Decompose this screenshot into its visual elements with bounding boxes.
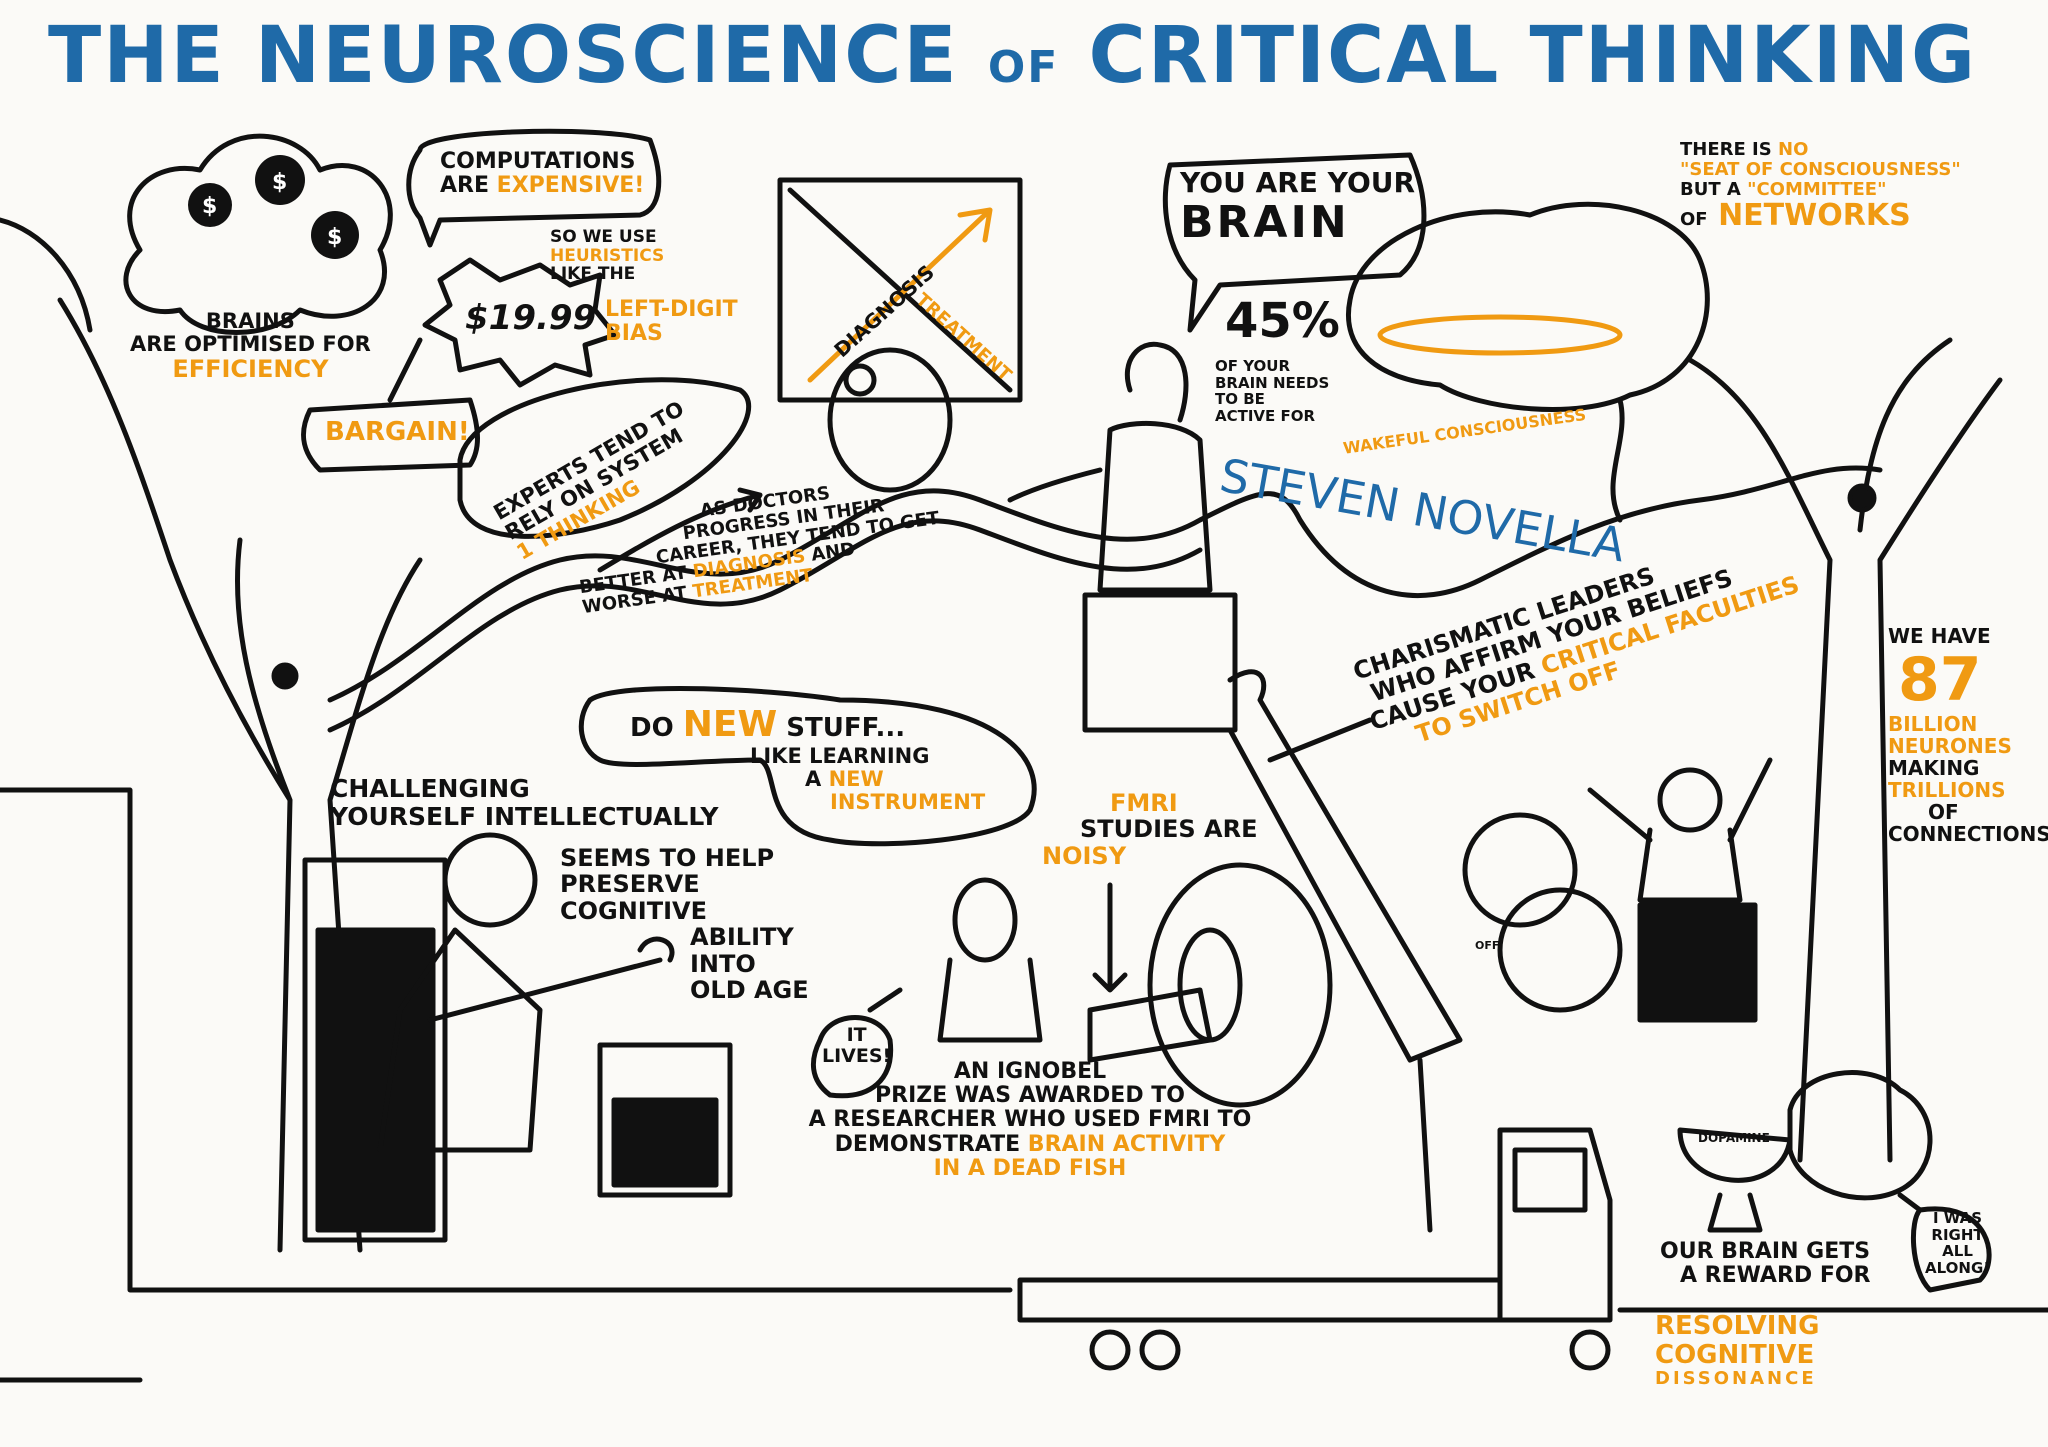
thought-cloud [123, 133, 393, 335]
amplifier [597, 1042, 733, 1198]
gear-icon [255, 155, 305, 205]
reward-note: OUR BRAIN GETS A REWARD FOR [1660, 1239, 1871, 1289]
researcher-figure [952, 877, 1018, 963]
price-tag [422, 257, 618, 388]
doctor-figure [827, 347, 953, 493]
gear-icon [311, 211, 359, 259]
page-title: THE NEUROSCIENCE of CRITICAL THINKING [48, 11, 1978, 101]
right-neuron [1687, 337, 2003, 1163]
bargain-label: BARGAIN! [325, 417, 470, 447]
brain-outline [1346, 201, 1710, 523]
fmri-scanner [1147, 862, 1333, 1108]
gear-icon [188, 183, 232, 227]
heuristics-note: SO WE USE HEURISTICS LIKE THE [550, 227, 665, 285]
brains-efficiency-note: BRAINS ARE OPTIMISED FOR EFFICIENCY [130, 309, 371, 384]
it-lives-label: IT LIVES! [822, 1024, 892, 1067]
dopamine-trophy [1677, 1127, 1793, 1233]
happy-brain [1787, 1070, 1933, 1201]
percent-note: OF YOUR BRAIN NEEDS TO BE ACTIVE FOR [1215, 357, 1330, 425]
old-woman-figure [442, 832, 538, 928]
do-new-stuff-note: DO NEW STUFF... LIKE LEARNING A NEW INST… [630, 704, 986, 814]
off-label: OFF [1475, 939, 1500, 952]
cherry-picker-bucket [1082, 592, 1238, 733]
left-digit-bias-label: LEFT-DIGIT BIAS [605, 297, 738, 347]
seat-of-consciousness-note: THERE IS NO "SEAT of CONSCIOUSNESS" BUT … [1680, 139, 1961, 234]
ignobel-note: AN IGNOBEL PRIZE WAS AWARDED TO A RESEAR… [808, 1059, 1252, 1181]
svg-text:$: $ [327, 225, 342, 250]
preacher-figure [1657, 767, 1723, 833]
right-neuron-nucleus [1847, 483, 1877, 513]
oven [302, 857, 448, 1243]
speech-bubble-brain [1162, 152, 1427, 333]
speaker-figure [1007, 341, 1213, 593]
dopamine-label: DOPAMINE [1698, 1131, 1770, 1145]
neurons-count-note: WE HAVE 87 BILLION NEURONES MAKING TRILL… [1888, 624, 2048, 846]
computations-note: COMPUTATIONS ARE EXPENSIVE! [440, 149, 645, 199]
left-neuron-nucleus [271, 662, 299, 690]
crowd-figure [1462, 812, 1578, 928]
you-are-your-brain-note: YOU ARE YOUR BRAIN [1180, 166, 1416, 248]
diagnosis-board [777, 177, 1023, 403]
truck [1017, 1127, 1613, 1323]
right-all-along-bubble: I WAS RIGHT ALL ALONG! [1925, 1209, 1991, 1277]
percent-value: 45% [1225, 293, 1340, 349]
cognitive-dissonance-label: RESOLVING COGNITIVE DISSONANCE [1655, 1311, 1820, 1390]
price-tag-label: $19.99 [465, 298, 597, 338]
challenging-note: CHALLENGING YOURSELF INTELLECTUALLY [330, 774, 719, 831]
axon-wave [327, 465, 1883, 703]
svg-text:$: $ [202, 194, 217, 219]
fmri-note: FMRI STUDIES ARE NOISY [1042, 789, 1258, 870]
svg-text:$: $ [272, 170, 287, 195]
cognitive-ability-note: SEEMS TO HELP PRESERVE COGNITIVE ABILITY… [560, 844, 809, 1004]
